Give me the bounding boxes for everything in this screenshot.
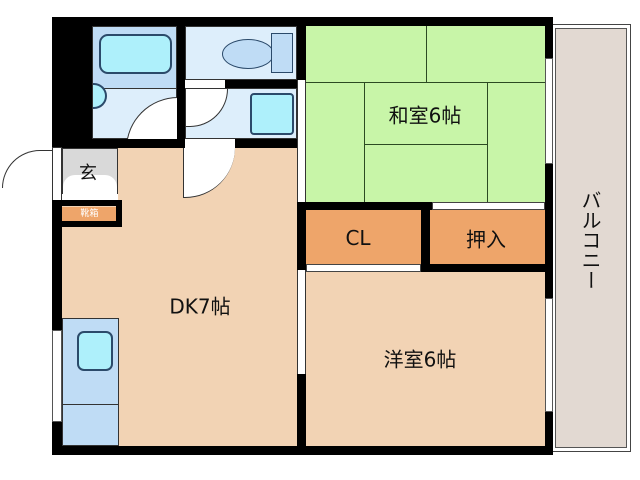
kitchen-counter	[62, 318, 119, 446]
kitchen-sink-icon	[77, 331, 113, 371]
washroom	[185, 88, 297, 139]
shoe-box: 靴箱	[62, 207, 117, 221]
wall-bottom	[52, 446, 552, 455]
bath-room	[92, 26, 178, 150]
washing-machine-icon	[250, 93, 294, 135]
closet	[306, 210, 421, 264]
bathtub-icon	[99, 34, 172, 74]
wall-top	[52, 17, 552, 26]
wall-right	[545, 17, 553, 455]
toilet-door-swing	[186, 89, 228, 127]
yoshitsu-label: 洋室6帖	[383, 347, 457, 372]
genkan-label: 玄	[79, 163, 97, 184]
oshiire-label: 押入	[466, 227, 506, 252]
toilet-tank-icon	[271, 33, 293, 73]
wall-left-upper	[52, 17, 92, 147]
washitsu-room	[306, 26, 545, 202]
toilet-bowl-icon	[222, 39, 274, 69]
oshiire	[430, 210, 545, 264]
washitsu-label: 和室6帖	[388, 103, 462, 128]
balcony-label: バルコニー	[578, 190, 602, 290]
dk-room	[118, 148, 297, 446]
yoshitsu-room	[306, 272, 545, 446]
closet-label: CL	[345, 226, 371, 250]
balcony	[551, 24, 631, 452]
genkan	[62, 148, 118, 195]
toilet-room	[185, 26, 297, 80]
entrance-door-swing	[2, 150, 52, 188]
dk-label: DK7帖	[169, 294, 231, 319]
